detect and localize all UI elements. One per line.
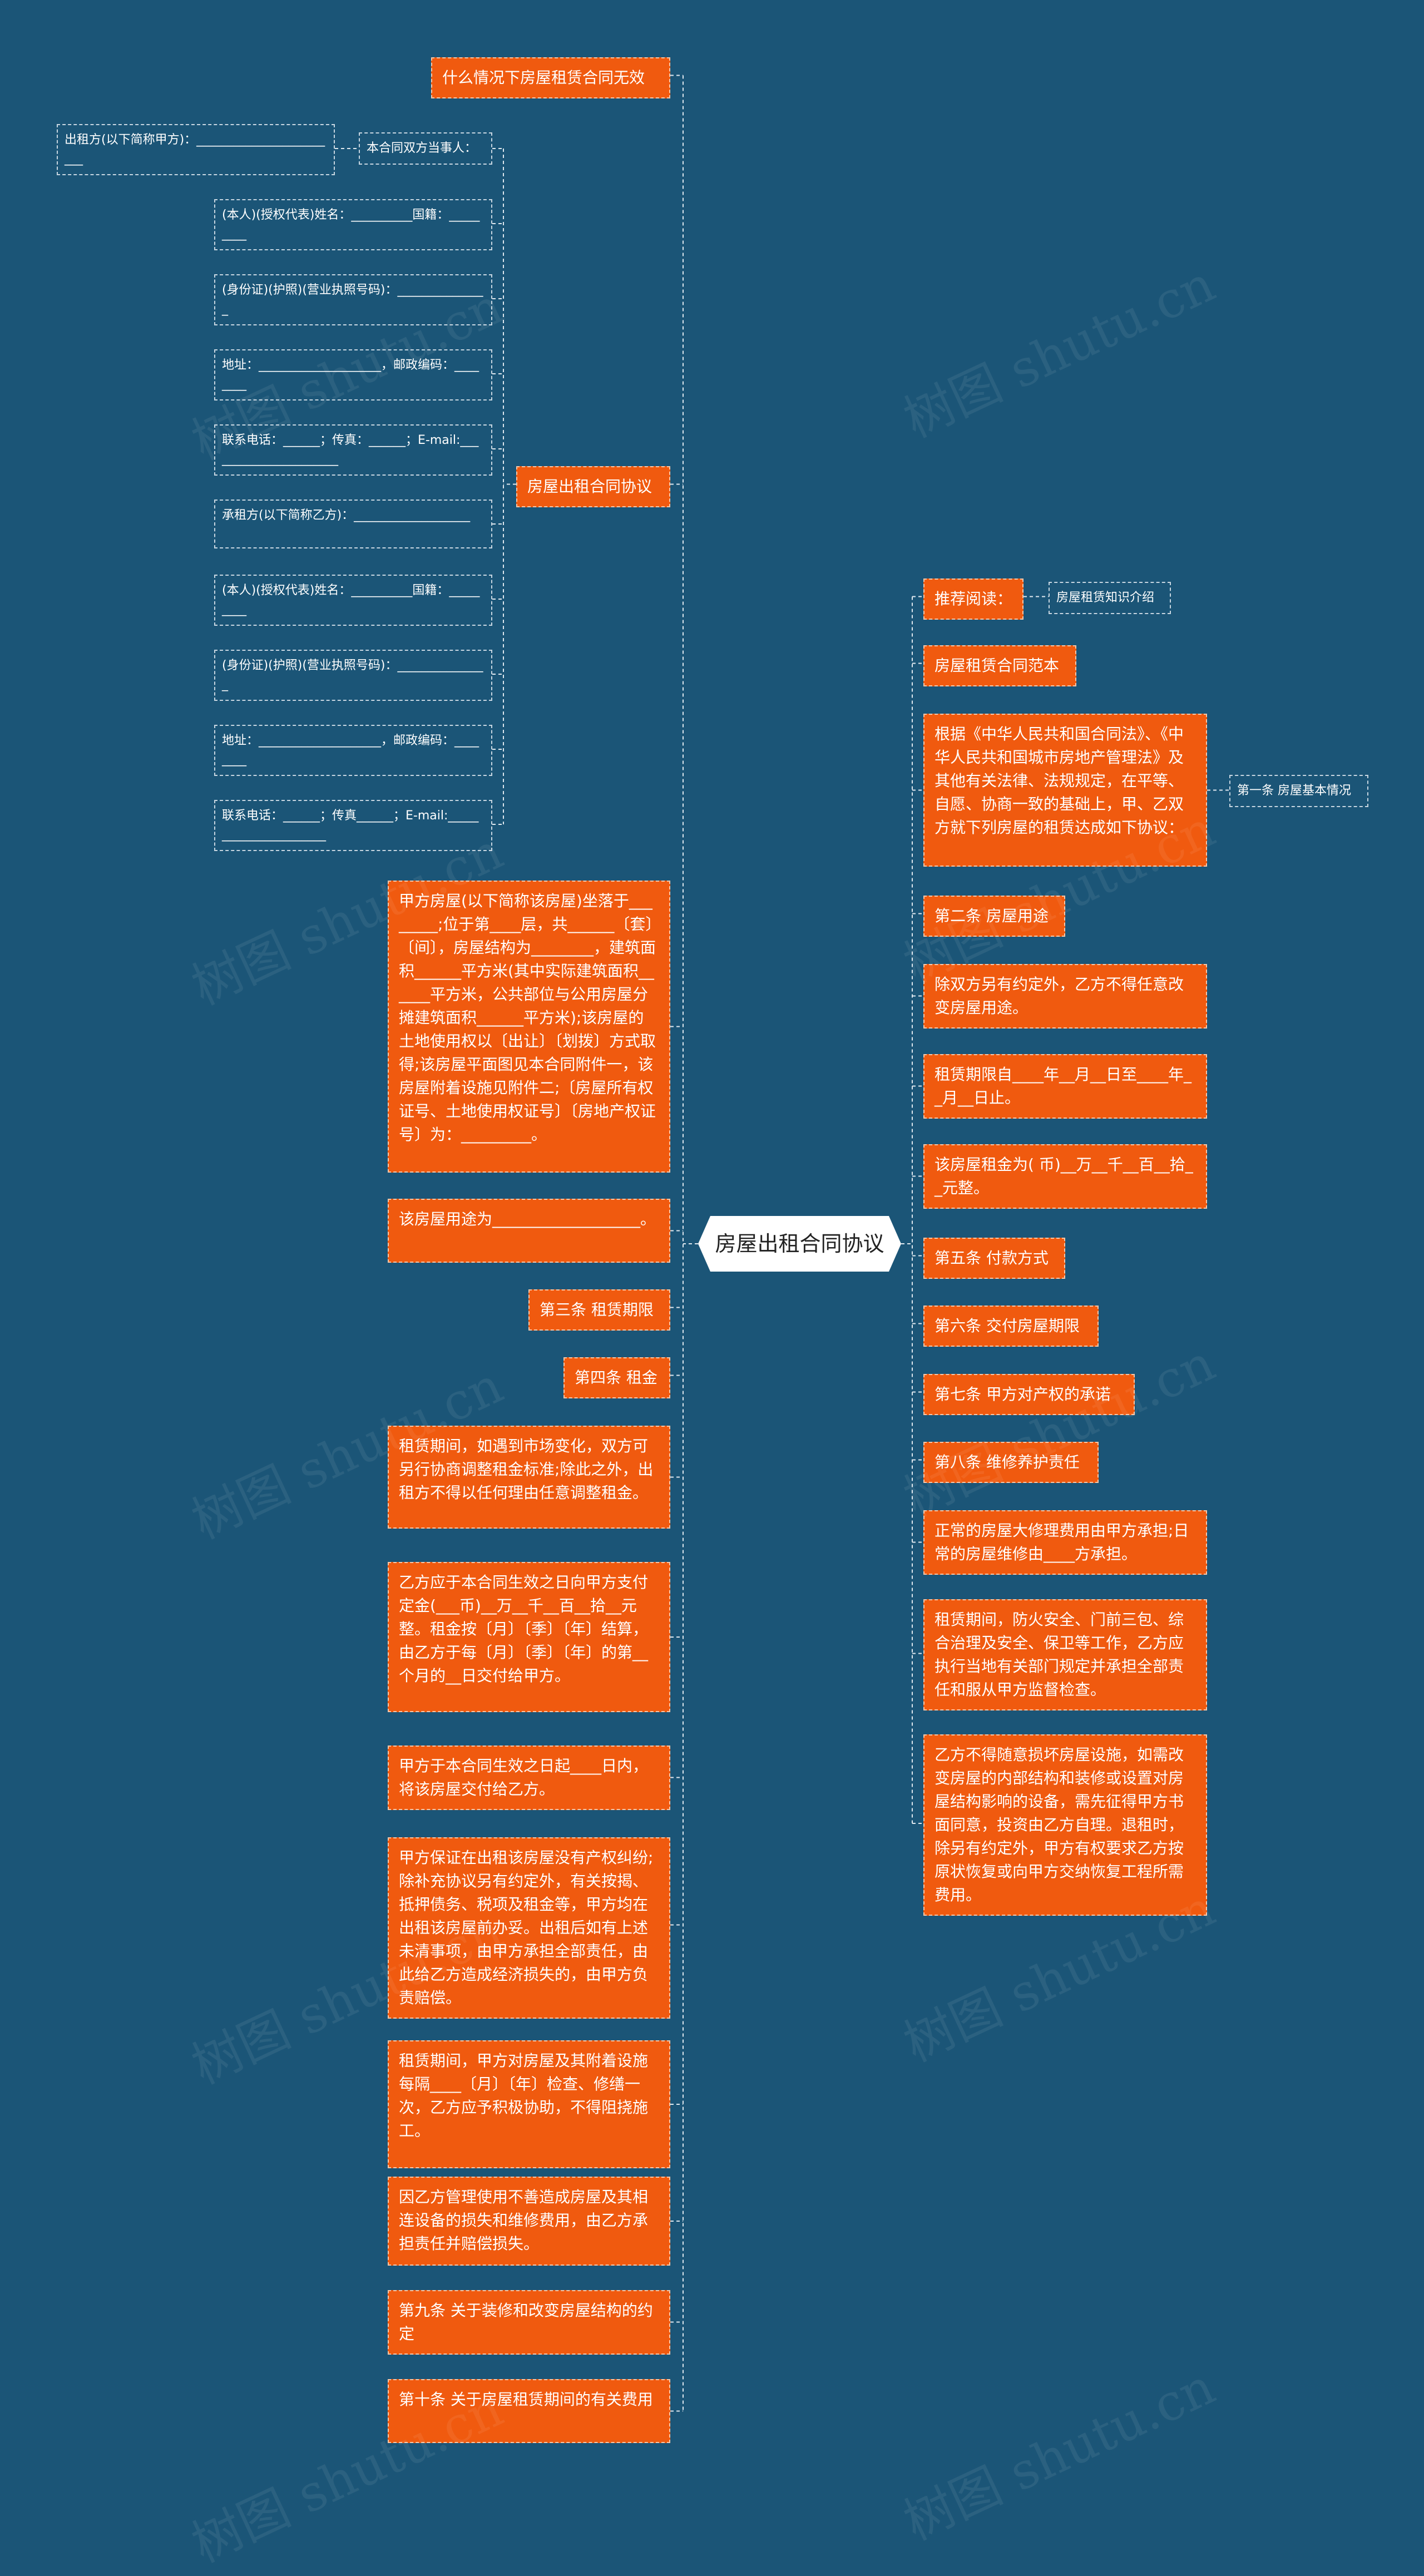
node-l7[interactable]: 租赁期间，如遇到市场变化，双方可另行协商调整租金标准;除此之外，出租方不得以任何…: [388, 1426, 670, 1529]
node-l2[interactable]: 房屋出租合同协议: [516, 466, 670, 507]
node-l2b[interactable]: (本人)(授权代表)姓名：__________国籍：_________: [214, 199, 492, 250]
node-l2h[interactable]: (身份证)(护照)(营业执照号码)：_______________: [214, 650, 492, 701]
node-r9[interactable]: 第六条 交付房屋期限: [923, 1306, 1099, 1347]
node-r4[interactable]: 第二条 房屋用途: [923, 896, 1065, 937]
node-l10[interactable]: 甲方保证在出租该房屋没有产权纠纷;除补充协议另有约定外，有关按揭、抵押债务、税项…: [388, 1837, 670, 2019]
node-r6[interactable]: 租赁期限自____年__月__日至____年__月__日止。: [923, 1054, 1207, 1119]
node-r8[interactable]: 第五条 付款方式: [923, 1238, 1065, 1279]
node-l2d[interactable]: 地址：____________________，邮政编码：________: [214, 349, 492, 401]
node-l12[interactable]: 因乙方管理使用不善造成房屋及其相连设备的损失和维修费用，由乙方承担责任并赔偿损失…: [388, 2177, 670, 2266]
node-r14[interactable]: 乙方不得随意损坏房屋设施，如需改变房屋的内部结构和装修或设置对房屋结构影响的设备…: [923, 1734, 1207, 1916]
node-r12[interactable]: 正常的房屋大修理费用由甲方承担;日常的房屋维修由____方承担。: [923, 1510, 1207, 1575]
node-l5[interactable]: 第三条 租赁期限: [528, 1289, 670, 1331]
node-r13[interactable]: 租赁期间，防火安全、门前三包、综合治理及安全、保卫等工作，乙方应执行当地有关部门…: [923, 1599, 1207, 1710]
node-l2f[interactable]: 承租方(以下简称乙方)：___________________: [214, 500, 492, 548]
node-l2a1[interactable]: 出租方(以下简称甲方)：________________________: [57, 124, 335, 175]
node-l2a[interactable]: 本合同双方当事人：: [359, 132, 492, 165]
node-l1[interactable]: 什么情况下房屋租赁合同无效: [431, 57, 670, 98]
node-r7[interactable]: 该房屋租金为( 币)__万__千__百__拾__元整。: [923, 1144, 1207, 1209]
node-l2g[interactable]: (本人)(授权代表)姓名：__________国籍：_________: [214, 575, 492, 626]
center-topic[interactable]: 房屋出租合同协议: [698, 1216, 901, 1272]
node-l2c[interactable]: (身份证)(护照)(营业执照号码)：_______________: [214, 274, 492, 325]
node-l2e[interactable]: 联系电话：______；传真：______；E-mail:___________…: [214, 424, 492, 476]
node-l6[interactable]: 第四条 租金: [563, 1357, 670, 1398]
node-r10[interactable]: 第七条 甲方对产权的承诺: [923, 1374, 1135, 1415]
mind-map-canvas: 房屋出租合同协议 什么情况下房屋租赁合同无效房屋出租合同协议 本合同双方当事人： 出…: [57, 57, 1368, 2574]
node-r3a[interactable]: 第一条 房屋基本情况: [1229, 775, 1368, 807]
node-r1a[interactable]: 房屋租赁知识介绍: [1049, 582, 1171, 614]
node-l9[interactable]: 甲方于本合同生效之日起____日内，将该房屋交付给乙方。: [388, 1746, 670, 1810]
node-l8[interactable]: 乙方应于本合同生效之日向甲方支付定金(___币)__万__千__百__拾__元整…: [388, 1562, 670, 1712]
node-r11[interactable]: 第八条 维修养护责任: [923, 1442, 1099, 1483]
node-l2j[interactable]: 联系电话：______；传真______；E-mail:____________…: [214, 800, 492, 851]
node-l3[interactable]: 甲方房屋(以下简称该房屋)坐落于________;位于第____层，共_____…: [388, 881, 670, 1173]
node-r5[interactable]: 除双方另有约定外，乙方不得任意改变房屋用途。: [923, 964, 1207, 1029]
node-r1[interactable]: 推荐阅读：: [923, 579, 1024, 620]
node-l4[interactable]: 该房屋用途为___________________。: [388, 1199, 670, 1263]
node-r2[interactable]: 房屋租赁合同范本: [923, 645, 1076, 686]
node-l11[interactable]: 租赁期间，甲方对房屋及其附着设施每隔____〔月〕〔年〕检查、修缮一次，乙方应予…: [388, 2040, 670, 2168]
node-l14[interactable]: 第十条 关于房屋租赁期间的有关费用: [388, 2379, 670, 2443]
node-l13[interactable]: 第九条 关于装修和改变房屋结构的约定: [388, 2290, 670, 2355]
connector-lines: [335, 75, 1229, 2412]
node-l2i[interactable]: 地址：____________________，邮政编码：________: [214, 725, 492, 776]
node-r3[interactable]: 根据《中华人民共和国合同法》、《中华人民共和国城市房地产管理法》及其他有关法律、…: [923, 714, 1207, 867]
